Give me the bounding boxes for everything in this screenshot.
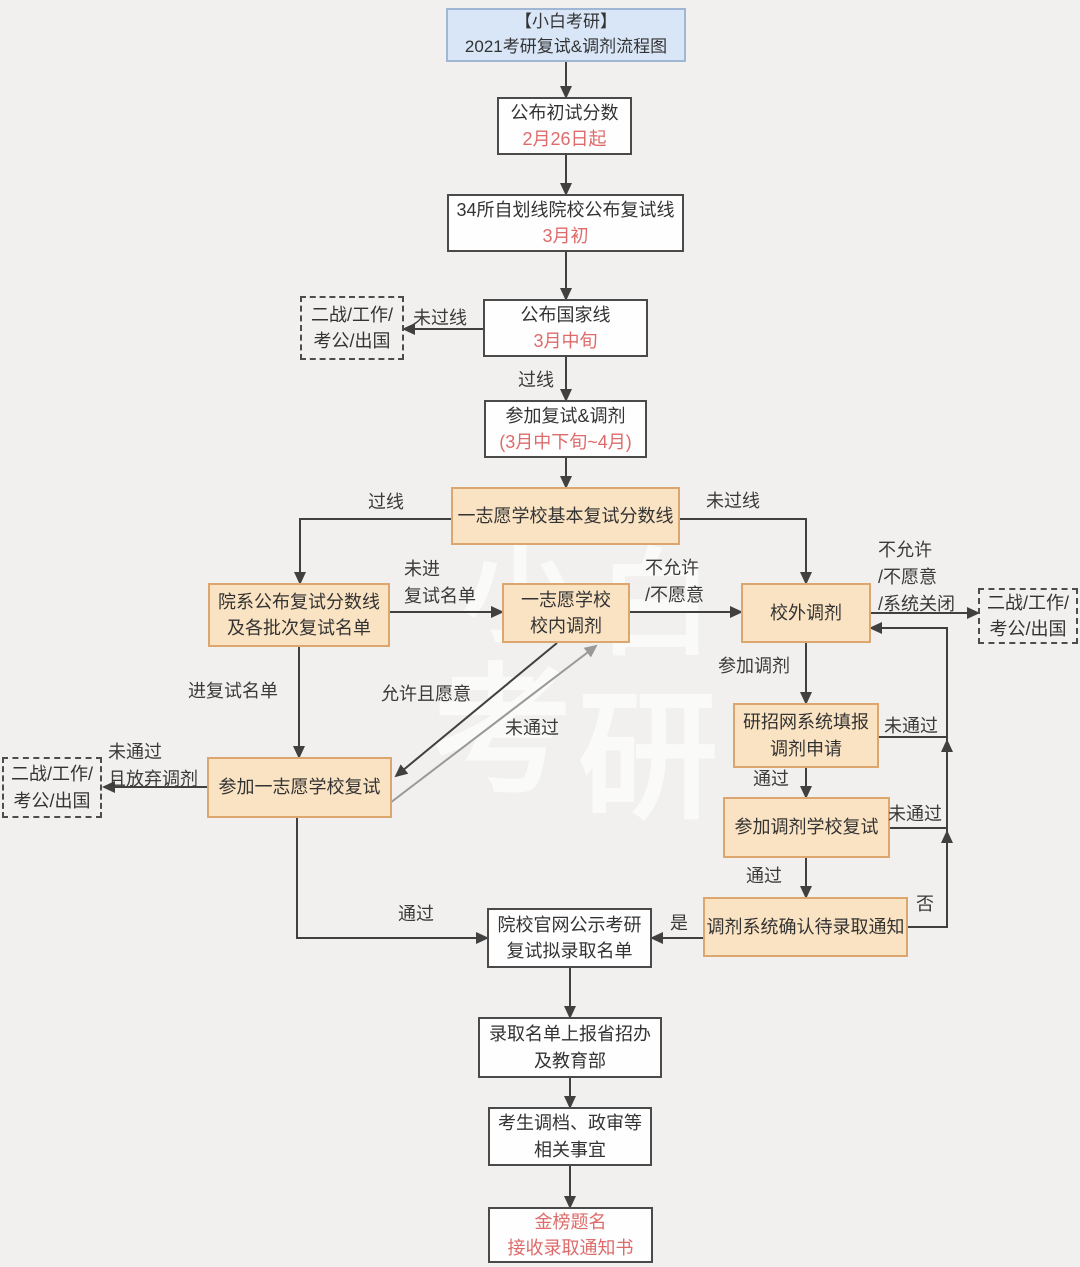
edge-label-allowed-and-willing: 允许且愿意 — [381, 684, 471, 704]
node-text-line: (3月中下旬~4月) — [499, 432, 632, 452]
connector-line — [294, 518, 451, 585]
edge-label-failed-yzw: 未通过 — [884, 716, 938, 736]
node-text-line: 34所自划线院校公布复试线 — [456, 199, 675, 220]
node-text-line: 3月中旬 — [533, 331, 598, 351]
edge-label-passed-first-retest: 通过 — [398, 904, 434, 924]
node-text-line: 参加一志愿学校复试 — [218, 777, 381, 798]
edge-label-failed-adjustment-retest: 未通过 — [888, 804, 942, 824]
node-final-admission: 金榜题名接收录取通知书 — [488, 1207, 653, 1263]
edge-label-failed-and-give-up: 未通过 且放弃调剂 — [108, 742, 198, 789]
node-archives-political-review: 考生调档、政审等相关事宜 — [488, 1107, 652, 1166]
node-fallback-right: 二战/工作/考公/出国 — [978, 588, 1078, 644]
edge-label-join-adjustment: 参加调剂 — [718, 656, 790, 676]
node-attend-retest-adjustment: 参加复试&调剂 (3月中下旬~4月) — [484, 400, 647, 458]
node-text-line: 调剂申请 — [770, 738, 842, 759]
edge-label-passed-yzw: 通过 — [753, 769, 789, 789]
edge-label-yes: 是 — [670, 913, 688, 933]
node-text-line: 公布国家线 — [520, 304, 611, 325]
edge-label-not-in-retest-list: 未进 复试名单 — [404, 559, 476, 606]
node-internal-adjustment: 一志愿学校校内调剂 — [502, 583, 630, 643]
node-announce-initial-scores: 公布初试分数 2月26日起 — [497, 97, 632, 155]
edge-label-failed-internal: 未通过 — [505, 718, 559, 738]
node-first-choice-retest: 参加一志愿学校复试 — [207, 757, 392, 818]
node-national-line: 公布国家线 3月中旬 — [483, 299, 648, 357]
edge-label-no: 否 — [916, 894, 934, 914]
connector-line — [389, 644, 598, 804]
node-adjustment-confirm-notice: 调剂系统确认待录取通知 — [703, 897, 908, 957]
node-text-line: 接收录取通知书 — [507, 1238, 634, 1258]
edge-label-not-passed-national: 未过线 — [413, 308, 467, 328]
node-first-choice-basic-line: 一志愿学校基本复试分数线 — [451, 487, 680, 545]
edge-label-passed-national: 过线 — [518, 370, 554, 390]
node-fallback-left-top: 二战/工作/考公/出国 — [300, 296, 404, 360]
connector-line — [296, 818, 489, 944]
node-text-line: 录取名单上报省招办 — [489, 1024, 651, 1045]
node-text-line: 研招网系统填报 — [743, 712, 869, 733]
node-text-line: 考公/出国 — [989, 619, 1067, 639]
node-adjustment-school-retest: 参加调剂学校复试 — [723, 797, 890, 858]
node-text-line: 相关事宜 — [534, 1139, 606, 1160]
node-text-line: 校外调剂 — [770, 602, 842, 623]
node-external-adjustment: 校外调剂 — [741, 583, 871, 643]
node-report-admission-list: 录取名单上报省招办及教育部 — [478, 1017, 662, 1078]
node-text-line: 考公/出国 — [13, 790, 91, 811]
node-text-line: 3月初 — [542, 226, 589, 246]
node-official-website-publicity: 院校官网公示考研复试拟录取名单 — [487, 908, 652, 968]
connector-line — [680, 518, 812, 585]
node-text-line: 复试拟录取名单 — [506, 941, 633, 961]
node-text-line: 一志愿学校基本复试分数线 — [457, 505, 674, 526]
node-text-line: 公布初试分数 — [510, 102, 619, 123]
node-text-line: 2月26日起 — [522, 129, 607, 149]
node-text-line: 2021考研复试&调剂流程图 — [464, 37, 668, 56]
edge-label-not-allowed-system-closed: 不允许 /不愿意 /系统关闭 — [878, 540, 956, 614]
edge-label-not-passed-basic: 未过线 — [706, 491, 760, 511]
node-text-line: 及各批次复试名单 — [227, 618, 371, 638]
node-text-line: 二战/工作/ — [10, 764, 93, 785]
edge-label-in-retest-list: 进复试名单 — [188, 681, 278, 701]
node-title: 【小白考研】 2021考研复试&调剂流程图 — [446, 8, 686, 62]
node-text-line: 参加调剂学校复试 — [734, 817, 879, 838]
node-text-line: 【小白考研】 — [515, 12, 617, 32]
node-text-line: 院系公布复试分数线 — [218, 591, 380, 612]
node-text-line: 及教育部 — [534, 1050, 606, 1071]
node-text-line: 参加复试&调剂 — [505, 405, 626, 426]
node-text-line: 二战/工作/ — [310, 304, 393, 325]
watermark-char: 考 — [432, 653, 573, 810]
connector-line — [394, 642, 558, 778]
connector-line — [869, 622, 948, 928]
node-text-line: 调剂系统确认待录取通知 — [706, 916, 905, 937]
node-34-schools-retest-line: 34所自划线院校公布复试线 3月初 — [447, 194, 684, 252]
edge-label-passed-adjustment-retest: 通过 — [746, 866, 782, 886]
node-text-line: 一志愿学校 — [521, 589, 611, 610]
node-text-line: 考生调档、政审等 — [498, 1113, 642, 1134]
edge-label-passed-basic: 过线 — [368, 492, 404, 512]
node-text-line: 院校官网公示考研 — [497, 914, 642, 935]
watermark-char: 研 — [578, 679, 719, 836]
node-fallback-left-bottom: 二战/工作/考公/出国 — [2, 757, 102, 818]
node-yanzhaowang-apply: 研招网系统填报调剂申请 — [733, 703, 879, 768]
node-text-line: 二战/工作/ — [986, 592, 1069, 613]
edge-label-not-allowed-unwilling: 不允许 /不愿意 — [645, 558, 705, 605]
node-text-line: 校内调剂 — [530, 616, 602, 636]
node-text-line: 金榜题名 — [534, 1211, 607, 1232]
node-text-line: 考公/出国 — [313, 331, 391, 351]
node-dept-line-and-list: 院系公布复试分数线及各批次复试名单 — [208, 583, 390, 647]
